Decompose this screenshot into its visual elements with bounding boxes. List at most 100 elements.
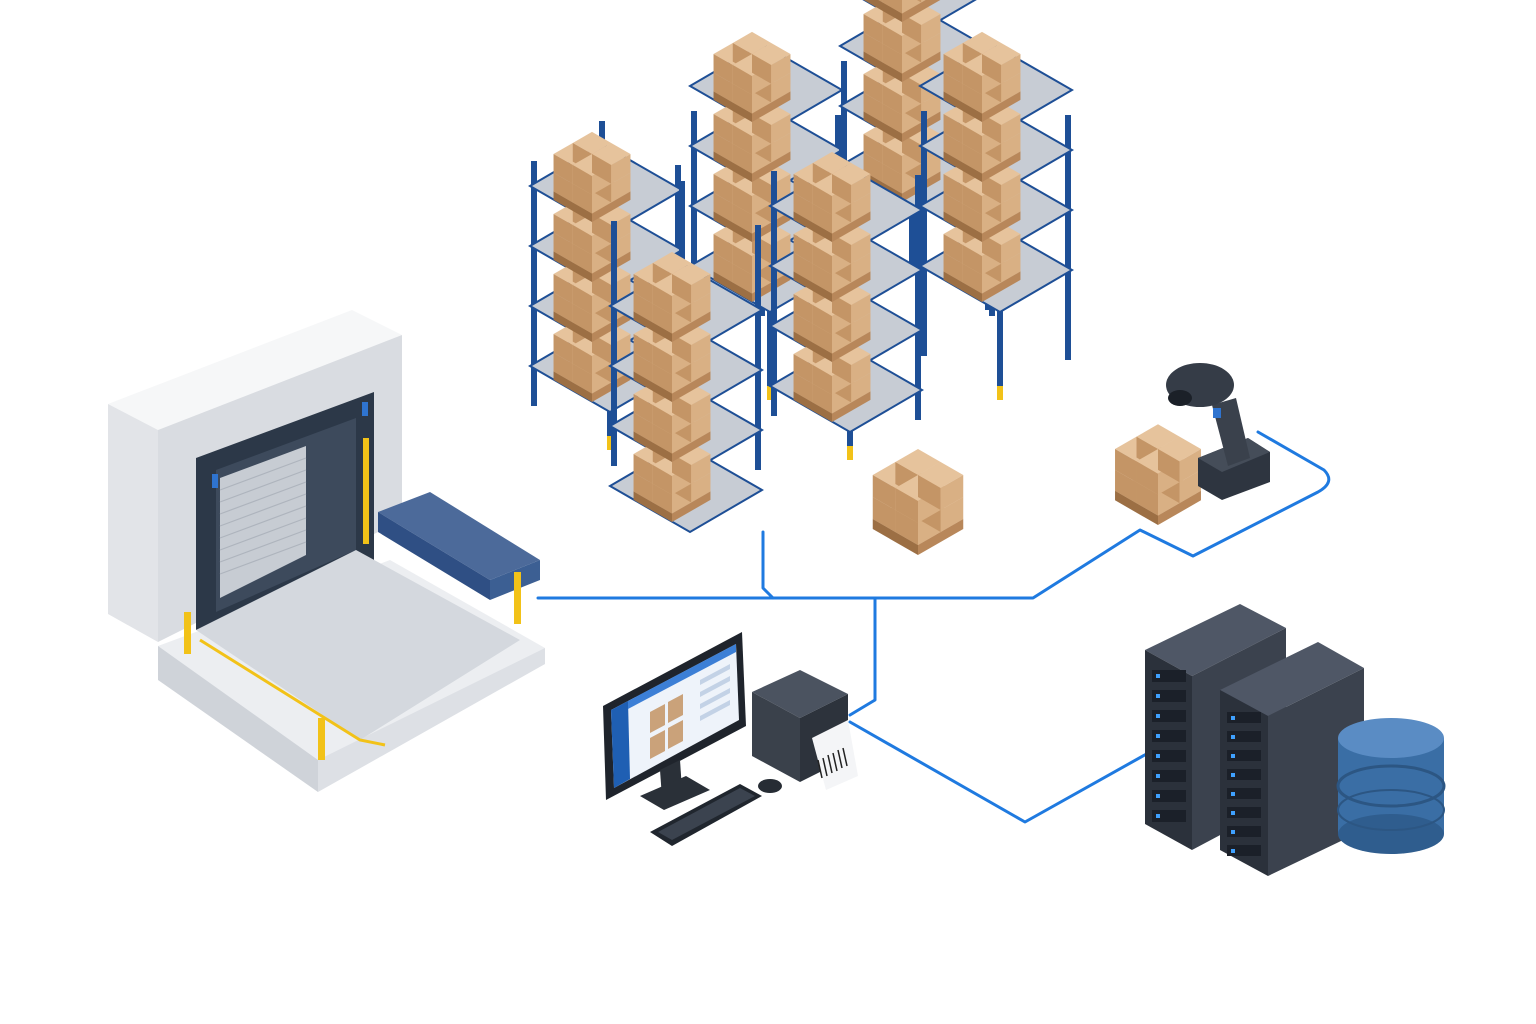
box-left [652,303,672,334]
box-left [713,192,733,223]
pallet-right [832,271,871,302]
box-left [832,234,852,264]
pallet-right [752,91,791,122]
box-left [633,394,653,424]
box-left [553,352,573,383]
box-left [902,14,922,44]
box-left [592,274,612,304]
box-left [1136,461,1158,495]
box-left [962,65,982,95]
box-left [652,465,672,495]
box-right [691,454,711,484]
box-left [872,475,896,510]
box-left [672,334,692,364]
server-unit [1152,690,1186,702]
pallet-icon [793,211,871,302]
dock-wall-left [108,404,158,642]
box-left [572,363,592,394]
pallet-right [672,311,711,342]
server-unit [1227,845,1261,856]
box-right [921,14,941,44]
scanner-handle [1212,398,1250,466]
server-unit [1152,790,1186,802]
box-left [863,14,883,44]
box-left [553,154,573,184]
pallet-left [633,311,672,342]
link-hub-to-printer [848,596,877,717]
box-left [863,32,883,63]
box-left [572,183,592,214]
server-unit [1227,712,1261,723]
box-left [878,0,883,3]
pallet-right [1158,490,1201,525]
dock-leveler-top [378,492,540,580]
box-right [1001,174,1021,204]
server-led [1156,774,1160,778]
box-top [962,31,1002,54]
box-left [962,83,982,114]
server-unit [1227,826,1261,837]
box-left [812,245,832,275]
box-left [572,225,592,255]
pallet-left [943,271,982,302]
box-left [962,125,982,155]
box-left [633,412,653,443]
box-left [895,488,918,523]
rack-upright [1065,115,1071,360]
pallet-icon [713,31,791,122]
dock-wall-top [108,310,402,430]
box-left [916,0,922,3]
box-top [652,251,692,274]
box-left [832,294,852,324]
pallet-left [1115,490,1158,525]
box-left [572,345,592,375]
rack-upright [611,221,617,466]
box-right [1001,72,1021,103]
pallet-icon [713,91,791,182]
bollard [363,438,369,544]
box-right [611,154,631,184]
rack-upright [755,225,761,470]
box-left [713,54,733,84]
pallet-left [713,211,752,242]
pallet-icon [863,0,941,22]
box-left [1158,449,1180,483]
box-top [832,162,871,186]
box-right [851,372,871,403]
pallet-right [672,431,711,462]
rack-upright [531,161,537,406]
box-left [812,383,832,414]
pallet-left [793,271,832,302]
pallet-left [713,271,752,302]
box-left [793,192,813,223]
box-top [592,142,631,166]
server-led [1231,849,1235,853]
box-right [691,352,711,383]
box-right [921,0,926,3]
box-left [982,54,1002,84]
database-ring [1336,764,1446,808]
link-racks-to-hub [761,530,775,600]
pallet-rack-icon [768,131,924,460]
printed-label [812,720,858,790]
box-left [882,85,902,115]
box-left [863,92,883,123]
server-led [1231,754,1235,758]
box-left [793,174,813,204]
box-right [691,334,711,364]
box-left [633,472,653,503]
pallet-left [713,151,752,182]
server-unit [1227,788,1261,799]
box-left [553,232,573,263]
rack-foot-guard [767,386,773,400]
box-left [633,352,653,383]
mouse-icon [758,779,782,793]
server-unit [1227,750,1261,761]
pallet-right [902,51,941,82]
pallet-icon [863,0,941,82]
box-left [793,234,813,264]
server-unit [1152,730,1186,742]
screen-panel-rows [700,664,730,721]
box-left [982,174,1002,204]
